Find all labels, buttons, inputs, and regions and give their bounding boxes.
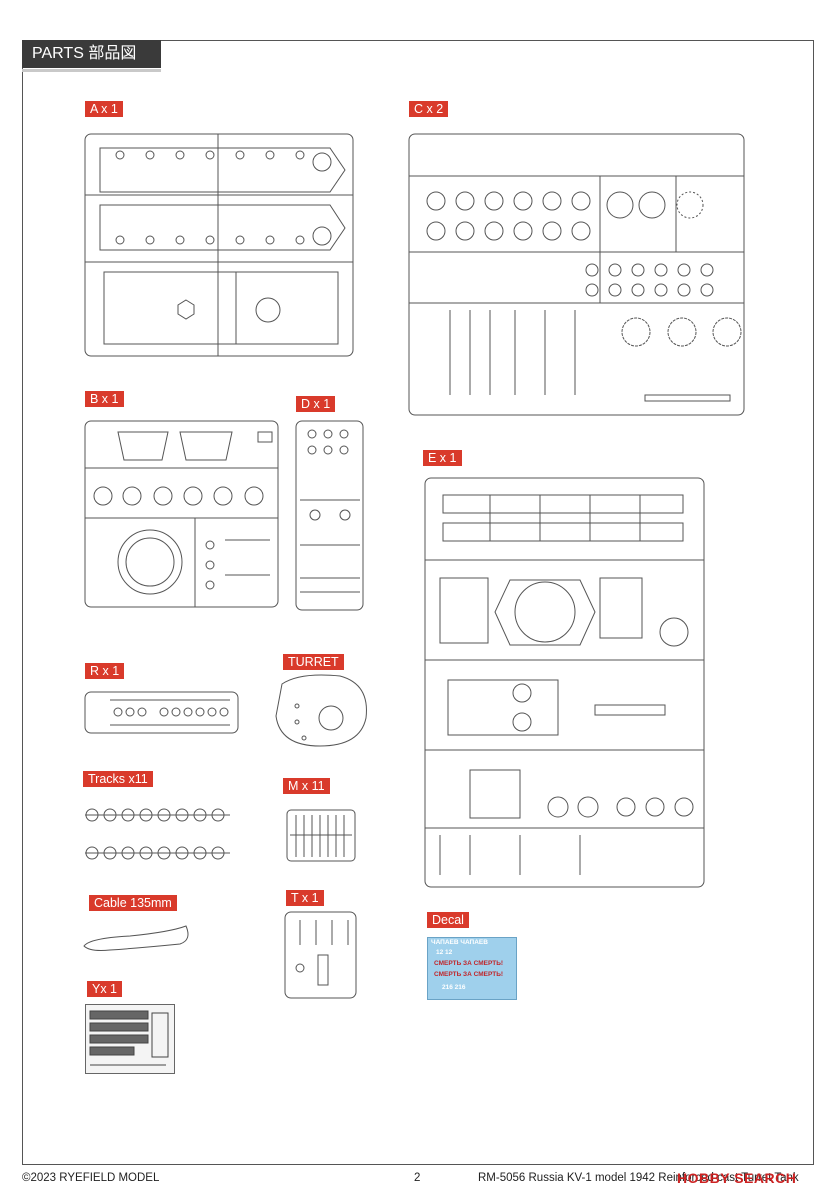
- cable-part: [83, 925, 189, 951]
- decal-text-2: 12 12: [436, 949, 453, 956]
- sprue-d-label: D x 1: [296, 396, 336, 412]
- sprue-a-label: A x 1: [85, 101, 123, 117]
- photo-etch-sheet: [85, 1004, 175, 1074]
- sprue-r: [84, 691, 239, 734]
- decal-text-3: СМЕРТЬ ЗА СМЕРТЬ!: [434, 960, 504, 967]
- sprue-m-label: M x 11: [283, 778, 330, 794]
- sprue-b-label: B x 1: [85, 391, 124, 407]
- sprue-d: [295, 420, 364, 611]
- decal-text-4: СМЕРТЬ ЗА СМЕРТЬ!: [434, 971, 504, 978]
- decal-text-1: ЧАПАЕВ ЧАПАЕВ: [431, 939, 488, 946]
- cable-label: Cable 135mm: [89, 895, 177, 911]
- sprue-c-label: C x 2: [409, 101, 449, 117]
- sprue-e-label: E x 1: [423, 450, 462, 466]
- sprue-b: [84, 420, 279, 608]
- sprue-y-label: Yx 1: [87, 981, 123, 997]
- tracks-label: Tracks x11: [83, 771, 153, 787]
- decal-label: Decal: [427, 912, 469, 928]
- page-title: PARTS 部品図: [22, 40, 161, 72]
- page-number: 2: [414, 1172, 421, 1184]
- product-title: RM-5056 Russia KV-1 model 1942 Reinforce…: [478, 1172, 799, 1184]
- track-links: [85, 808, 230, 860]
- sprue-a: [84, 133, 354, 357]
- sprue-c: [408, 133, 745, 416]
- sprue-m: [286, 809, 356, 862]
- sprue-t: [284, 911, 357, 999]
- copyright: ©2023 RYEFIELD MODEL: [22, 1172, 160, 1184]
- decal-sheet: ЧАПАЕВ ЧАПАЕВ 12 12 СМЕРТЬ ЗА СМЕРТЬ! СМ…: [427, 937, 517, 1000]
- sprue-r-label: R x 1: [85, 663, 125, 679]
- watermark: HOBBY SEARCH: [677, 1170, 797, 1186]
- sprue-e: [424, 477, 705, 888]
- sprue-t-label: T x 1: [286, 890, 324, 906]
- photo-etch-drawing: [89, 1010, 169, 1066]
- turret-part: [275, 674, 367, 747]
- turret-label: TURRET: [283, 654, 344, 670]
- page-frame: [22, 40, 814, 1165]
- decal-text-5: 216 216: [442, 984, 466, 991]
